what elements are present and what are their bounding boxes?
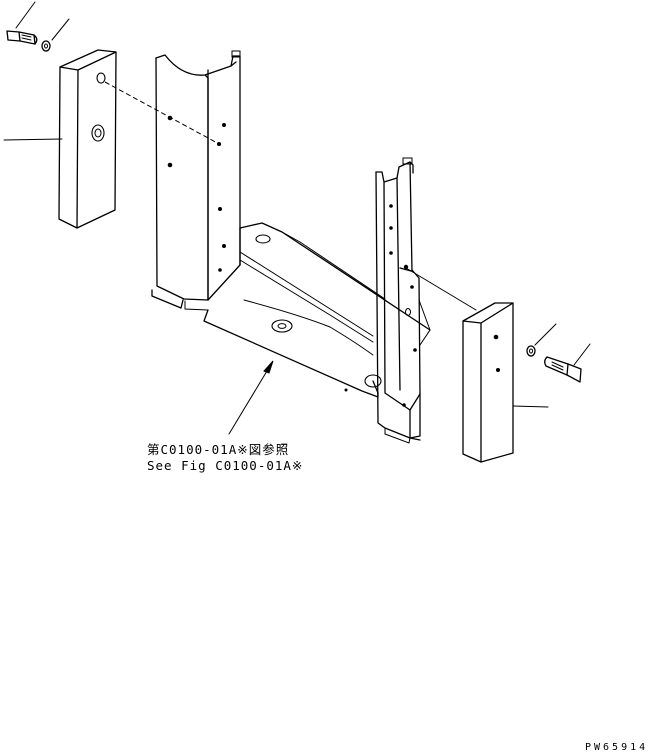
drawing-code: PW65914: [585, 742, 648, 753]
alignment-line-left: [104, 81, 222, 146]
washer-lower-right: [526, 345, 536, 357]
leader-block-right: [512, 405, 549, 408]
leader-bolt-lower-right: [573, 343, 591, 366]
washer-upper-left: [41, 40, 51, 52]
leader-bolt-upper-left: [15, 1, 36, 29]
reference-note-en: See Fig C0100-01A※: [147, 458, 303, 473]
bracket-right: [375, 157, 431, 444]
bolt-lower-right: [544, 356, 582, 383]
leader-block-left: [3, 138, 63, 141]
bolt-upper-left: [6, 30, 38, 45]
reference-arrow: [228, 360, 274, 435]
reference-note-jp: 第C0100-01A※図参照: [147, 442, 289, 457]
bracket-left: [151, 50, 241, 311]
block-left: [58, 49, 117, 229]
block-right: [462, 302, 514, 463]
leader-washer-lower-right: [534, 323, 557, 346]
alignment-line-right: [405, 267, 477, 311]
base-plate: [203, 222, 431, 398]
leader-washer-upper-left: [51, 18, 70, 41]
